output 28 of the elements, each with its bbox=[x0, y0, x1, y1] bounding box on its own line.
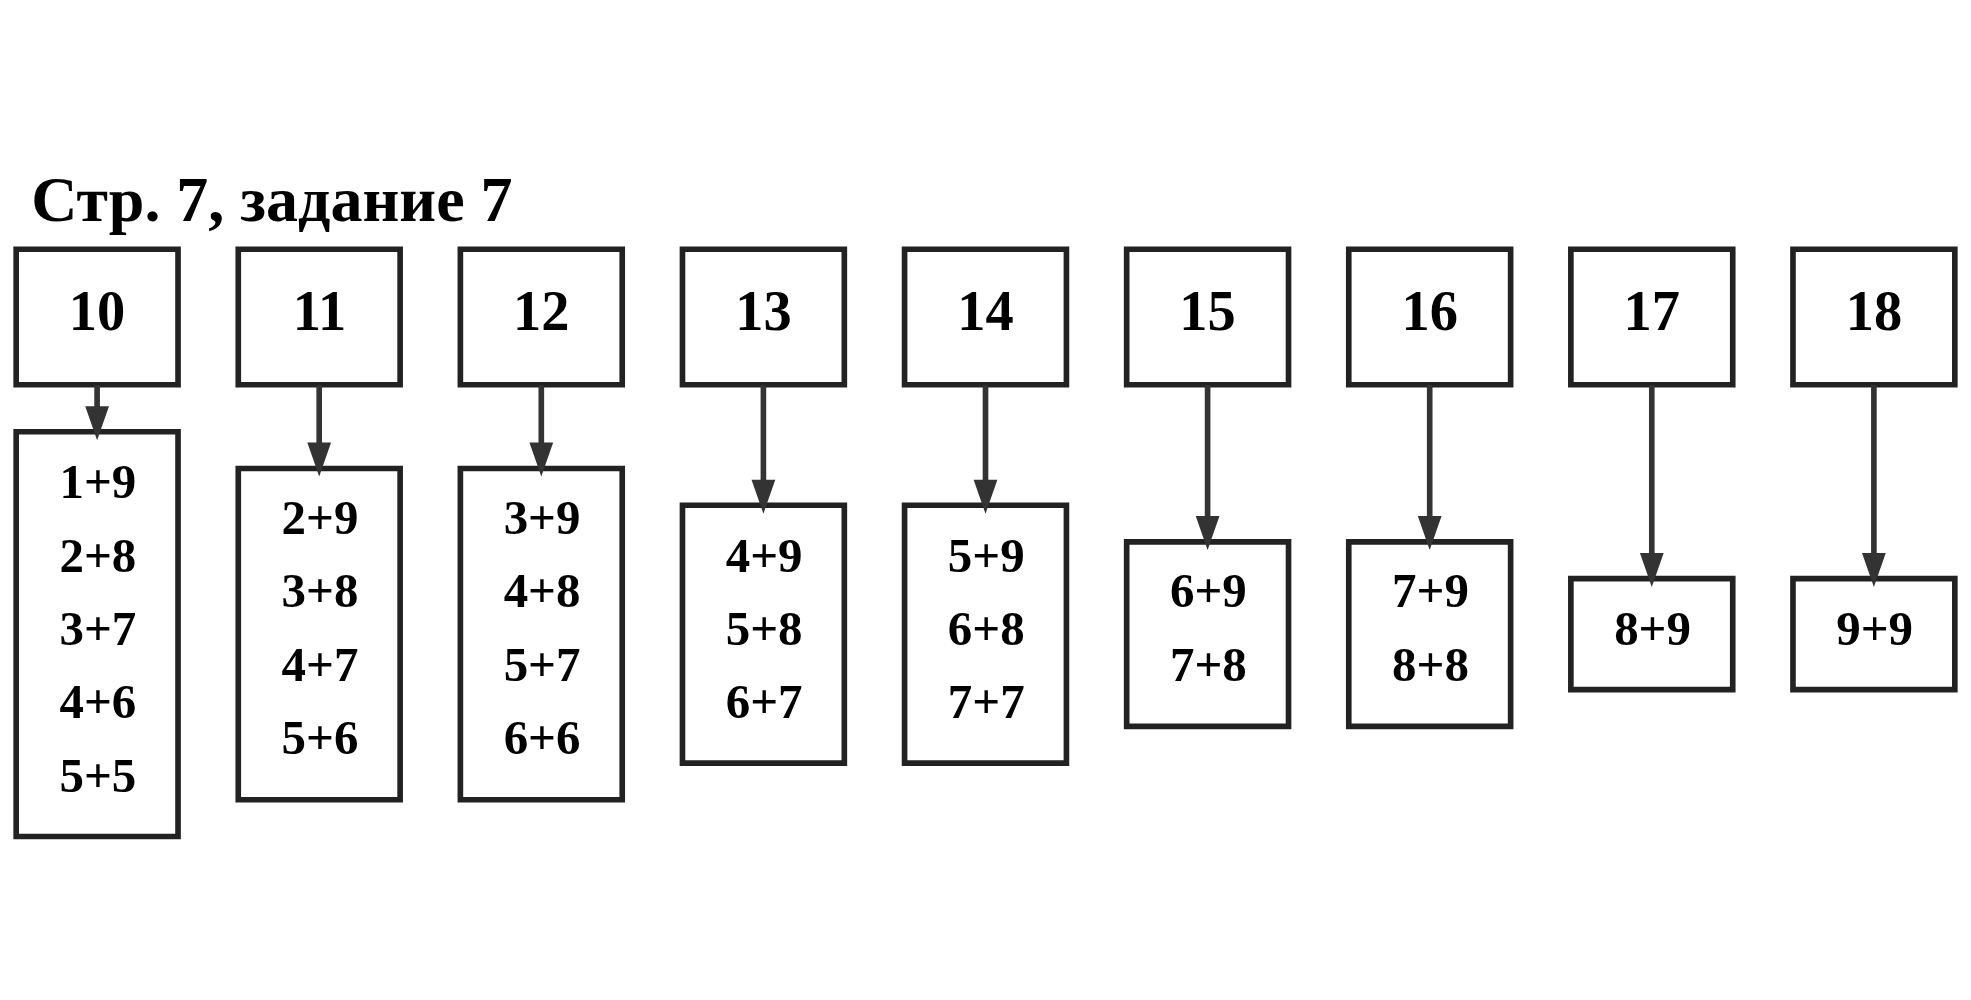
node-box: 4+9 5+8 6+7 bbox=[679, 501, 848, 766]
diagram-title: Стр. 7, задание 7 bbox=[31, 163, 513, 235]
node-box: 1+9 2+8 3+7 4+6 5+5 bbox=[13, 428, 181, 839]
node-box: 14 bbox=[901, 245, 1070, 388]
arrow bbox=[307, 384, 332, 476]
node-box: 5+9 6+8 7+7 bbox=[901, 501, 1070, 766]
arrow bbox=[751, 384, 776, 514]
arrow bbox=[1417, 384, 1442, 550]
node-box: 3+9 4+8 5+7 6+6 bbox=[457, 465, 626, 803]
node-box: 17 bbox=[1568, 245, 1736, 388]
arrow bbox=[1639, 384, 1664, 587]
arrow bbox=[1195, 384, 1220, 550]
node-box: 13 bbox=[679, 245, 848, 388]
node-box: 2+9 3+8 4+7 5+6 bbox=[235, 465, 403, 803]
node-box: 15 bbox=[1123, 245, 1292, 388]
arrow bbox=[1862, 384, 1886, 587]
arrow bbox=[973, 384, 998, 514]
arrow bbox=[85, 384, 109, 440]
node-box: 7+9 8+8 bbox=[1345, 538, 1514, 729]
node-box: 6+9 7+8 bbox=[1123, 538, 1292, 729]
arrow bbox=[529, 384, 554, 476]
node-box: 11 bbox=[235, 245, 403, 388]
node-box: 12 bbox=[457, 245, 626, 388]
node-box: 8+9 bbox=[1568, 575, 1736, 692]
node-box: 18 bbox=[1790, 245, 1958, 388]
node-box: 9+9 bbox=[1790, 575, 1958, 692]
node-box: 16 bbox=[1345, 245, 1514, 388]
node-box: 10 bbox=[13, 245, 181, 388]
